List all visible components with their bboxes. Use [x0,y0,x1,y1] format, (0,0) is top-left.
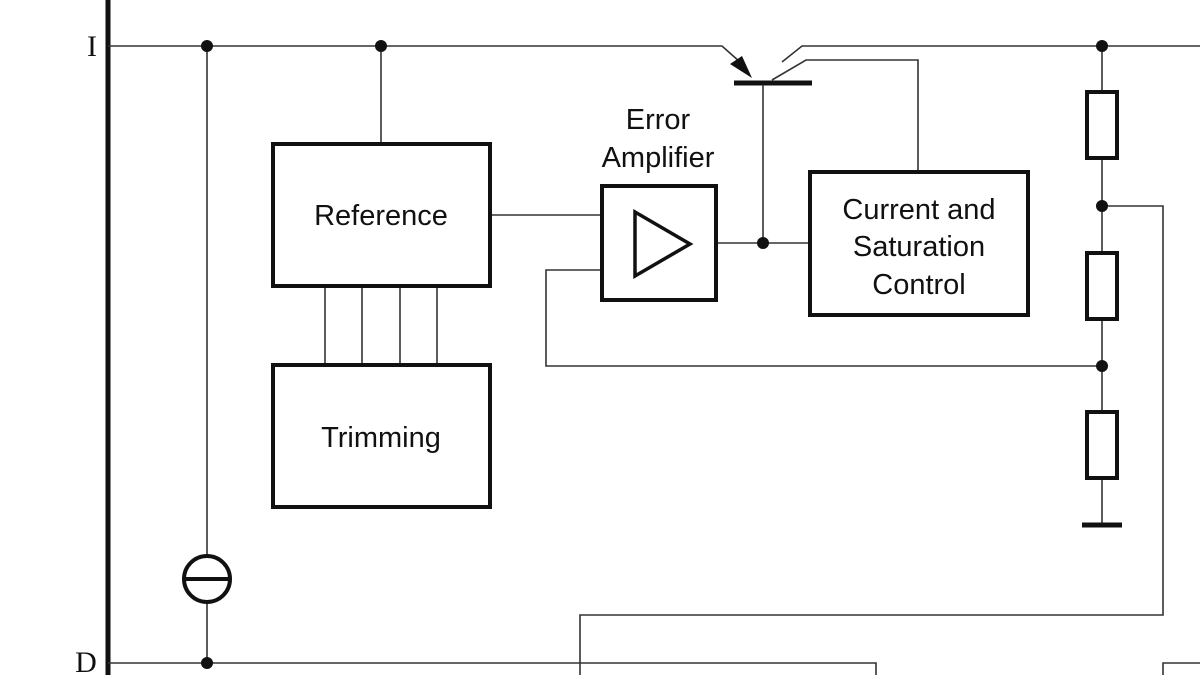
junction-dot [201,40,213,52]
trimming-label: Trimming [321,422,441,454]
drain-line [108,662,877,675]
error-amplifier-block [600,184,718,302]
input-line [108,45,741,63]
pin-label-input: I [87,30,97,63]
error-amplifier-title-line2: Amplifier [602,142,715,174]
current-source-icon [182,554,232,604]
control-label-line2: Saturation [853,231,985,263]
drain-line-right-stub [1162,662,1200,675]
control-label-line3: Control [872,269,966,301]
divider-resistor-top [1085,90,1119,160]
junction-dot [375,40,387,52]
pin-label-drain: D [75,646,97,675]
junction-dot [1096,40,1108,52]
divider-tap-wire [579,205,1164,675]
divider-resistor-bottom [1085,410,1119,480]
junction-dot [201,657,213,669]
transistor-emitter-arrow [730,56,752,78]
transistor-sense-line [771,59,919,172]
error-amplifier-title-line1: Error [626,104,691,136]
divider-resistor-middle [1085,251,1119,321]
junction-dot [757,237,769,249]
junction-dot [1096,360,1108,372]
reference-block [271,142,492,288]
current-saturation-control-block [808,170,1030,317]
control-label-line1: Current and [842,194,995,226]
reference-label: Reference [314,200,448,232]
transistor-output-line [781,45,1200,63]
trimming-block [271,363,492,509]
junction-dot [1096,200,1108,212]
feedback-wire [545,269,1102,367]
amplifier-triangle-icon [633,208,694,280]
